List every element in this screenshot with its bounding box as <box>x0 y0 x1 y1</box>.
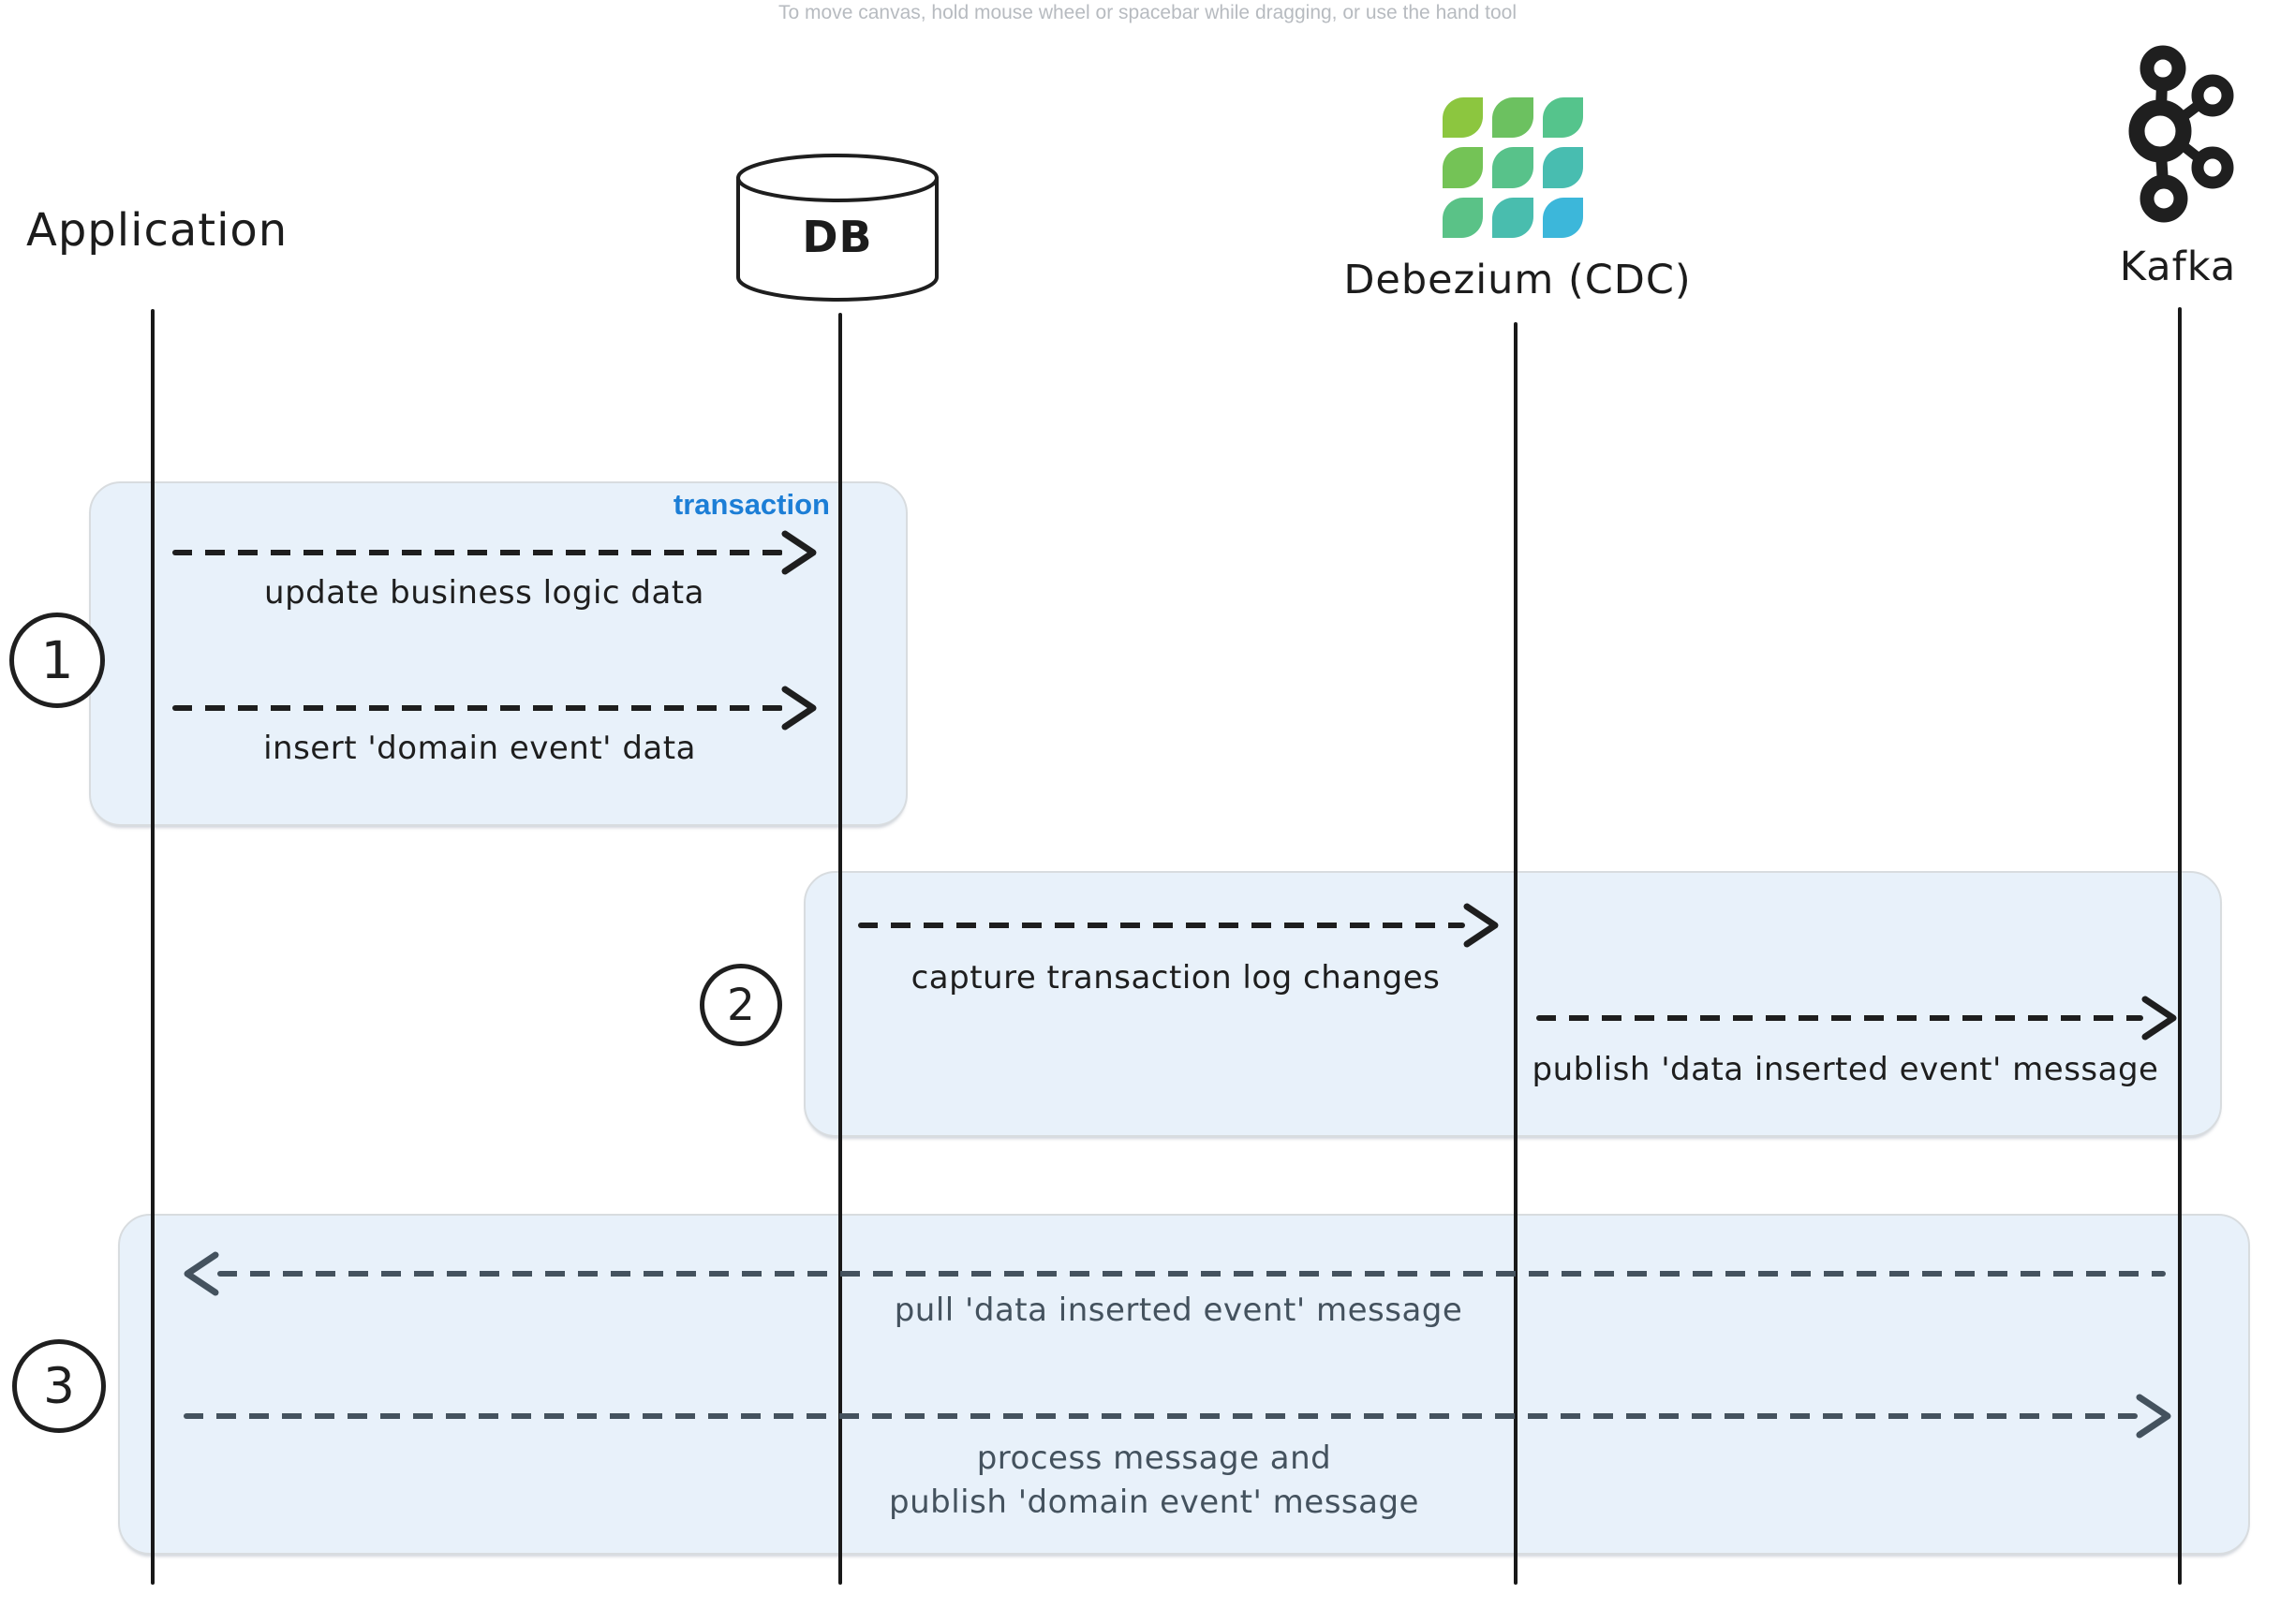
arrowhead-icon <box>1463 903 1499 948</box>
lifeline-debezium[interactable] <box>1514 322 1518 1585</box>
message-arrow-publish-domain-event[interactable] <box>184 1392 2171 1440</box>
kafka-logo-icon[interactable] <box>2119 37 2243 242</box>
step3-frame[interactable] <box>118 1214 2250 1555</box>
step-3-badge[interactable]: 3 <box>12 1339 106 1433</box>
message-arrow-publish-inserted-event[interactable] <box>1536 994 2177 1042</box>
debezium-tile <box>1492 147 1533 188</box>
debezium-tile <box>1542 97 1583 139</box>
step2-frame[interactable] <box>804 871 2222 1137</box>
message-label[interactable]: insert 'domain event' data <box>263 730 696 767</box>
message-label[interactable]: pull 'data inserted event' message <box>894 1292 1463 1329</box>
message-label[interactable]: process message and publish 'domain even… <box>779 1437 1529 1525</box>
lifeline-kafka[interactable] <box>2178 307 2182 1585</box>
debezium-tile <box>1443 197 1484 238</box>
message-arrow-update-business-data[interactable] <box>172 528 817 577</box>
message-arrow-capture-log-changes[interactable] <box>858 901 1499 950</box>
arrowhead-icon <box>2136 1394 2171 1439</box>
actor-label-application[interactable]: Application <box>26 204 289 257</box>
dashed-line <box>172 705 783 711</box>
debezium-tile <box>1542 197 1583 238</box>
debezium-tile <box>1492 197 1533 238</box>
step1-transaction-frame[interactable] <box>89 481 908 826</box>
step-1-badge[interactable]: 1 <box>9 613 105 708</box>
message-line-2: publish 'domain event' message <box>889 1484 1419 1521</box>
lifeline-application[interactable] <box>151 309 155 1585</box>
lifeline-db[interactable] <box>838 313 842 1585</box>
debezium-logo-icon[interactable] <box>1443 97 1583 238</box>
actor-label-db[interactable]: DB <box>802 212 873 262</box>
message-arrow-insert-domain-event[interactable] <box>172 684 817 732</box>
dashed-line <box>858 923 1465 928</box>
message-arrow-pull-inserted-event[interactable] <box>184 1249 2166 1298</box>
arrowhead-icon <box>781 686 817 731</box>
message-line-1: process message and <box>976 1439 1332 1477</box>
canvas-move-hint: To move canvas, hold mouse wheel or spac… <box>778 2 1517 23</box>
debezium-tile <box>1443 97 1484 139</box>
arrowhead-icon <box>184 1251 219 1296</box>
step-2-badge[interactable]: 2 <box>700 964 782 1046</box>
debezium-tile <box>1542 147 1583 188</box>
actor-label-debezium[interactable]: Debezium (CDC) <box>1343 257 1692 303</box>
transaction-label[interactable]: transaction <box>673 488 830 521</box>
dashed-line <box>217 1271 2166 1277</box>
message-label[interactable]: publish 'data inserted event' message <box>1532 1051 2159 1088</box>
dashed-line <box>172 550 783 555</box>
arrowhead-icon <box>2141 996 2177 1041</box>
debezium-tile <box>1492 97 1533 139</box>
database-cylinder-icon[interactable] <box>731 150 944 311</box>
actor-label-kafka[interactable]: Kafka <box>2119 244 2237 290</box>
message-label[interactable]: update business logic data <box>264 574 704 612</box>
arrowhead-icon <box>781 530 817 575</box>
dashed-line <box>184 1413 2138 1419</box>
debezium-tile <box>1443 147 1484 188</box>
message-label[interactable]: capture transaction log changes <box>911 959 1441 997</box>
dashed-line <box>1536 1015 2143 1021</box>
